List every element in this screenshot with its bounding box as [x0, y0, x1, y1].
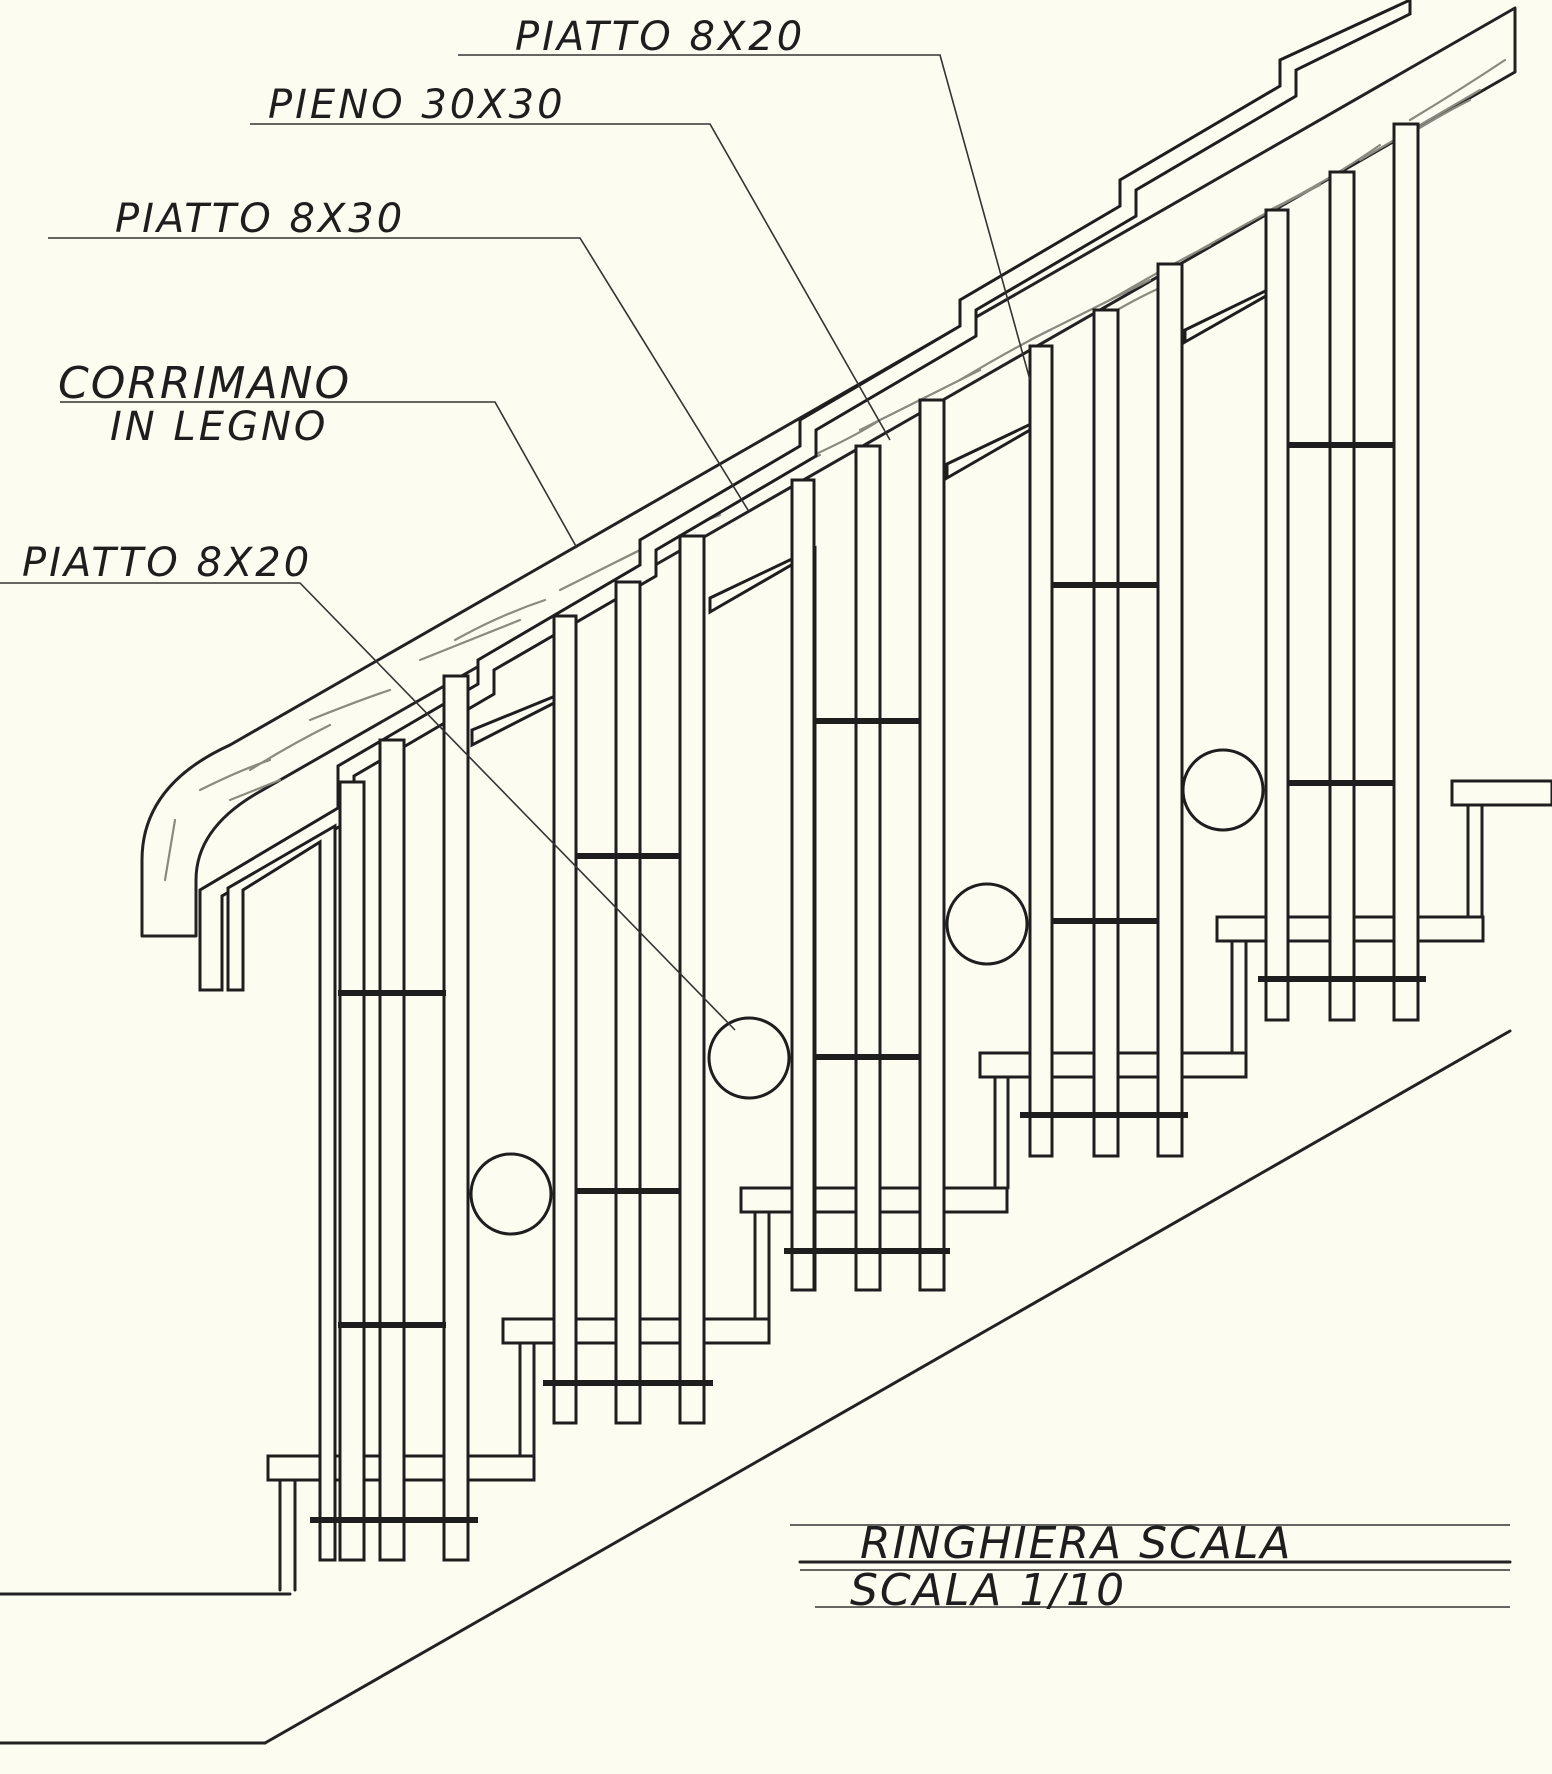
- leader-piatto-bottom: [0, 582, 736, 1031]
- square-bar: [790, 478, 816, 1292]
- scale-text: SCALA 1/10: [850, 1565, 1126, 1616]
- square-bar: [854, 444, 882, 1292]
- leader-piatto-top: [458, 54, 1031, 381]
- label-corrimano-line2: IN LEGNO: [110, 404, 328, 450]
- square-bar: [1156, 262, 1184, 1158]
- square-bar: [1264, 208, 1290, 1022]
- label-corrimano-line1: CORRIMANO: [58, 358, 351, 409]
- square-bar: [678, 534, 706, 1425]
- connector-plate: [338, 990, 446, 996]
- vertical-bars: [338, 122, 1420, 1562]
- square-bar: [442, 674, 470, 1562]
- annotation-labels: PIATTO 8X20 PIENO 30X30 PIATTO 8X30 CORR…: [22, 14, 805, 586]
- connector-plate: [814, 1054, 920, 1060]
- ring-ornament: [945, 882, 1029, 966]
- connector-plate: [1020, 1112, 1188, 1118]
- square-bar: [1028, 344, 1054, 1158]
- connector-plate: [576, 1188, 680, 1194]
- square-bar: [338, 780, 366, 1562]
- ring-ornament: [1181, 748, 1265, 832]
- connector-plate: [310, 1517, 478, 1523]
- connector-plate: [1258, 976, 1426, 982]
- label-piatto-top: PIATTO 8X20: [515, 14, 805, 60]
- stepped-flat-bar: [198, 0, 1412, 992]
- connector-plate: [1052, 582, 1158, 588]
- stair-stringer: [0, 1029, 1512, 1745]
- ring-ornament: [707, 1016, 791, 1100]
- connector-plate: [814, 718, 920, 724]
- connector-plate: [338, 1322, 446, 1328]
- connector-plates: [310, 442, 1426, 1523]
- square-bar: [552, 614, 578, 1425]
- connector-plate: [1052, 918, 1158, 924]
- label-pieno: PIENO 30X30: [268, 82, 566, 128]
- stair-tread: [1450, 779, 1552, 807]
- connector-plate: [1288, 442, 1394, 448]
- square-bar: [378, 738, 406, 1562]
- square-bar: [1328, 170, 1356, 1022]
- decorative-rings: [469, 748, 1265, 1236]
- leader-piatto-8x30: [48, 237, 749, 511]
- leader-lines: [0, 54, 1031, 1031]
- ring-ornament: [469, 1152, 553, 1236]
- connector-plate: [543, 1380, 713, 1386]
- square-bar: [1392, 122, 1420, 1022]
- connector-plate: [784, 1248, 950, 1254]
- leader-corrimano: [60, 401, 578, 549]
- label-piatto-8x30: PIATTO 8X30: [115, 196, 405, 242]
- title-text: RINGHIERA SCALA: [860, 1518, 1292, 1569]
- leader-pieno: [250, 123, 891, 441]
- title-block: RINGHIERA SCALA SCALA 1/10: [790, 1518, 1512, 1616]
- connector-plate: [1288, 780, 1394, 786]
- square-bar: [1092, 308, 1120, 1158]
- connector-plate: [576, 853, 680, 859]
- square-bar: [614, 580, 642, 1425]
- label-piatto-bottom: PIATTO 8X20: [22, 540, 312, 586]
- square-bar: [918, 398, 946, 1292]
